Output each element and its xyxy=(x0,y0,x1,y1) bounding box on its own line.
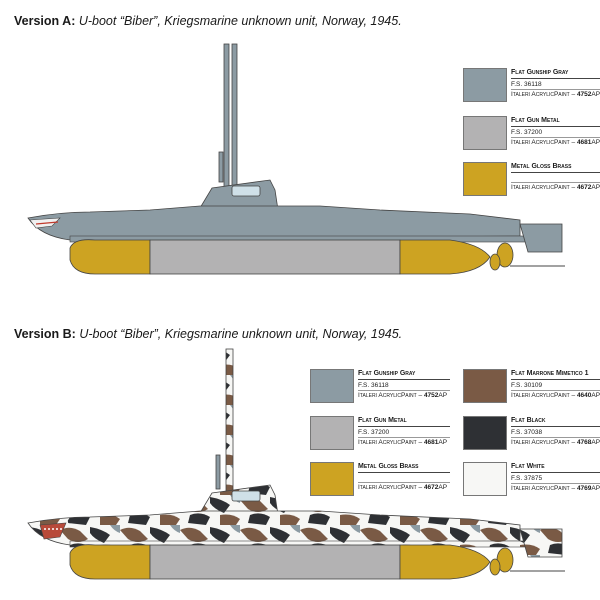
paint-name: Flat Gunship Gray xyxy=(511,68,600,79)
paint-name: Flat Gun Metal xyxy=(358,416,450,427)
paint-name: Flat Marrone Mimetico 1 xyxy=(511,369,600,380)
paint-suffix: AP xyxy=(591,184,600,191)
version-b-title: Version B: U-boot “Biber”, Kriegsmarine … xyxy=(14,327,402,341)
paint-brand: Italeri AcrylicPaint xyxy=(511,392,570,399)
fs-code: F.S. 37200 xyxy=(358,429,390,436)
version-b-description: U-boot “Biber”, Kriegsmarine unknown uni… xyxy=(79,327,403,341)
paint-suffix: AP xyxy=(438,484,448,491)
paint-brand: Italeri AcrylicPaint xyxy=(358,439,417,446)
paint-b-flat-black: Flat Black F.S. 37038 Italeri AcrylicPai… xyxy=(463,416,600,456)
submarine-b-drawing xyxy=(27,348,565,580)
submarine-a-drawing xyxy=(27,43,565,275)
paint-brand: Italeri AcrylicPaint xyxy=(511,485,570,492)
paint-suffix: AP xyxy=(591,139,600,146)
paint-b-gunship-gray: Flat Gunship Gray F.S. 36118 Italeri Acr… xyxy=(310,369,450,409)
paint-code: 4681 xyxy=(576,139,592,146)
paint-brand: Italeri AcrylicPaint xyxy=(358,484,417,491)
fs-code: F.S. 37200 xyxy=(511,129,543,136)
paint-name: Flat White xyxy=(511,462,600,473)
paint-b-gun-metal: Flat Gun Metal F.S. 37200 Italeri Acryli… xyxy=(310,416,450,456)
paint-code: 4640 xyxy=(576,392,592,399)
version-a-description: U-boot “Biber”, Kriegsmarine unknown uni… xyxy=(78,14,402,28)
paint-name: Flat Gunship Gray xyxy=(358,369,450,380)
color-chip xyxy=(463,116,507,150)
version-a-title: Version A: U-boot “Biber”, Kriegsmarine … xyxy=(14,14,402,28)
paint-code: 4752 xyxy=(423,392,439,399)
paint-b-flat-white: Flat White F.S. 37875 Italeri AcrylicPai… xyxy=(463,462,600,502)
color-chip xyxy=(463,162,507,196)
paint-suffix: AP xyxy=(438,439,448,446)
paint-a-gloss-brass: Metal Gloss Brass Italeri AcrylicPaint –… xyxy=(463,162,600,202)
paint-suffix: AP xyxy=(591,392,600,399)
version-a-label: Version A: xyxy=(14,14,76,28)
paint-suffix: AP xyxy=(591,91,600,98)
fs-code: F.S. 36118 xyxy=(358,382,389,389)
paint-suffix: AP xyxy=(591,439,600,446)
paint-a-gunship-gray: Flat Gunship Gray F.S. 36118 Italeri Acr… xyxy=(463,68,600,108)
paint-code: 4672 xyxy=(576,184,592,191)
color-chip xyxy=(310,369,354,403)
paint-name: Metal Gloss Brass xyxy=(511,162,600,173)
fs-code: F.S. 36118 xyxy=(511,81,542,88)
paint-brand: Italeri AcrylicPaint xyxy=(511,439,570,446)
paint-brand: Italeri AcrylicPaint xyxy=(511,139,570,146)
paint-brand: Italeri AcrylicPaint xyxy=(511,91,570,98)
paint-code: 4681 xyxy=(423,439,439,446)
paint-code: 4672 xyxy=(423,484,439,491)
paint-a-gun-metal: Flat Gun Metal F.S. 37200 Italeri Acryli… xyxy=(463,116,600,156)
paint-suffix: AP xyxy=(591,485,600,492)
fs-code: F.S. 30109 xyxy=(511,382,543,389)
paint-name: Metal Gloss Brass xyxy=(358,462,450,473)
paint-suffix: AP xyxy=(438,392,448,399)
color-chip xyxy=(463,68,507,102)
color-chip xyxy=(463,462,507,496)
color-chip xyxy=(310,416,354,450)
paint-brand: Italeri AcrylicPaint xyxy=(358,392,417,399)
color-chip xyxy=(463,416,507,450)
color-chip xyxy=(463,369,507,403)
fs-code: F.S. 37038 xyxy=(511,429,543,436)
paint-name: Flat Gun Metal xyxy=(511,116,600,127)
paint-code: 4752 xyxy=(576,91,592,98)
fs-code: F.S. 37875 xyxy=(511,475,543,482)
version-b-label: Version B: xyxy=(14,327,76,341)
paint-brand: Italeri AcrylicPaint xyxy=(511,184,570,191)
paint-name: Flat Black xyxy=(511,416,600,427)
paint-code: 4768 xyxy=(576,439,592,446)
paint-b-marrone-mimetico: Flat Marrone Mimetico 1 F.S. 30109 Itale… xyxy=(463,369,600,409)
color-chip xyxy=(310,462,354,496)
paint-code: 4769 xyxy=(576,485,592,492)
paint-b-gloss-brass: Metal Gloss Brass Italeri AcrylicPaint –… xyxy=(310,462,450,502)
